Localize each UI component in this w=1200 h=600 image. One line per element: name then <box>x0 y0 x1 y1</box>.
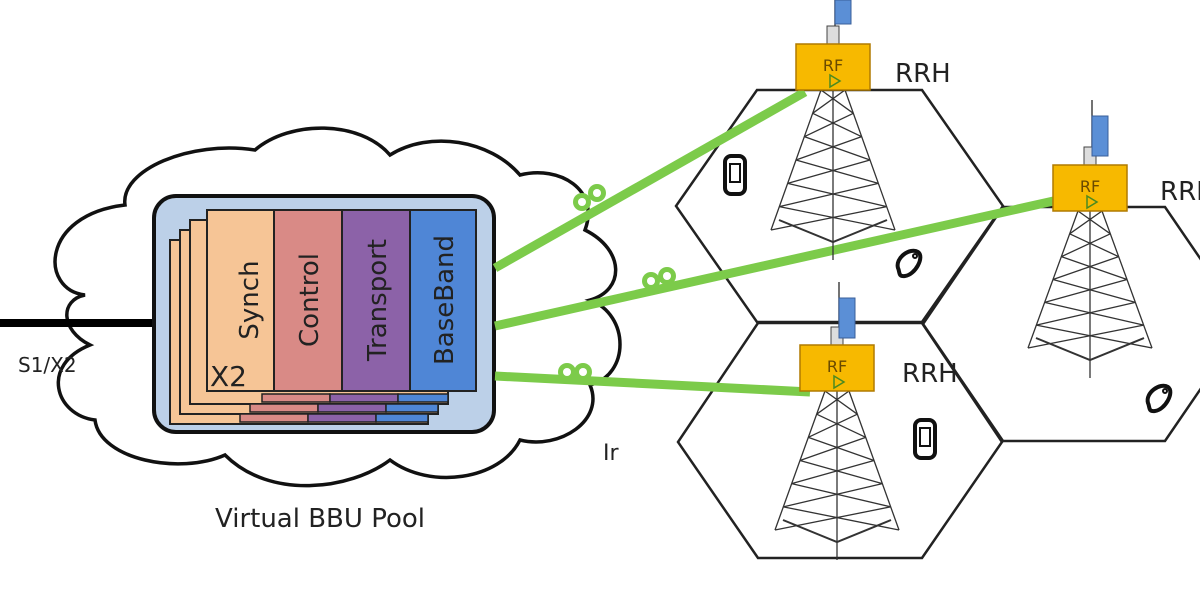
rf-unit-label: RF <box>823 56 843 75</box>
module-baseband-label: BaseBand <box>430 235 460 365</box>
fronthaul-links <box>492 88 1059 397</box>
stack-multiplier-label: X2 <box>210 360 247 393</box>
rrh-label-right: RRH <box>1160 177 1200 207</box>
rrh-tower: RF <box>770 0 896 260</box>
module-control[interactable] <box>273 209 343 392</box>
smartphone-icon <box>723 154 747 196</box>
user-devices <box>723 154 1173 460</box>
module-control-label: Control <box>295 253 325 347</box>
cell-bottom <box>676 321 1004 560</box>
rf-unit-box[interactable] <box>1052 164 1128 212</box>
handset-icon <box>895 248 923 279</box>
rf-unit-label: RF <box>1080 177 1100 196</box>
rf-unit-box[interactable] <box>799 344 875 392</box>
rf-unit-box[interactable] <box>795 43 871 91</box>
rrh-tower: RF <box>1027 100 1153 378</box>
antenna-icon <box>1091 115 1109 157</box>
bbu-front-layer: Synch Control Transport BaseBand X2 <box>206 209 477 393</box>
cell-right <box>921 205 1200 443</box>
module-baseband[interactable] <box>409 209 477 392</box>
rrh-label-top: RRH <box>895 59 951 89</box>
rrh-tower: RF <box>774 282 900 560</box>
module-transport-label: Transport <box>363 239 393 362</box>
fronthaul-link-top[interactable] <box>492 88 808 272</box>
antenna-icon <box>834 0 852 25</box>
amplifier-icon <box>1086 194 1099 210</box>
rrh-label-bottom: RRH <box>902 359 958 389</box>
rf-unit-label: RF <box>827 357 847 376</box>
module-synch[interactable] <box>206 209 275 392</box>
fronthaul-link-right[interactable] <box>494 195 1059 331</box>
amplifier-icon <box>833 374 846 390</box>
fronthaul-link-bottom[interactable] <box>494 371 811 397</box>
ir-interface-label: Ir <box>603 441 619 466</box>
virtual-bbu-pool-label: Virtual BBU Pool <box>215 504 425 534</box>
handset-icon <box>1145 383 1173 414</box>
smartphone-icon <box>913 418 937 460</box>
antenna-icon <box>838 297 856 339</box>
amplifier-icon <box>829 73 842 89</box>
module-synch-label: Synch <box>235 260 265 339</box>
s1-x2-label: S1/X2 <box>18 353 77 377</box>
